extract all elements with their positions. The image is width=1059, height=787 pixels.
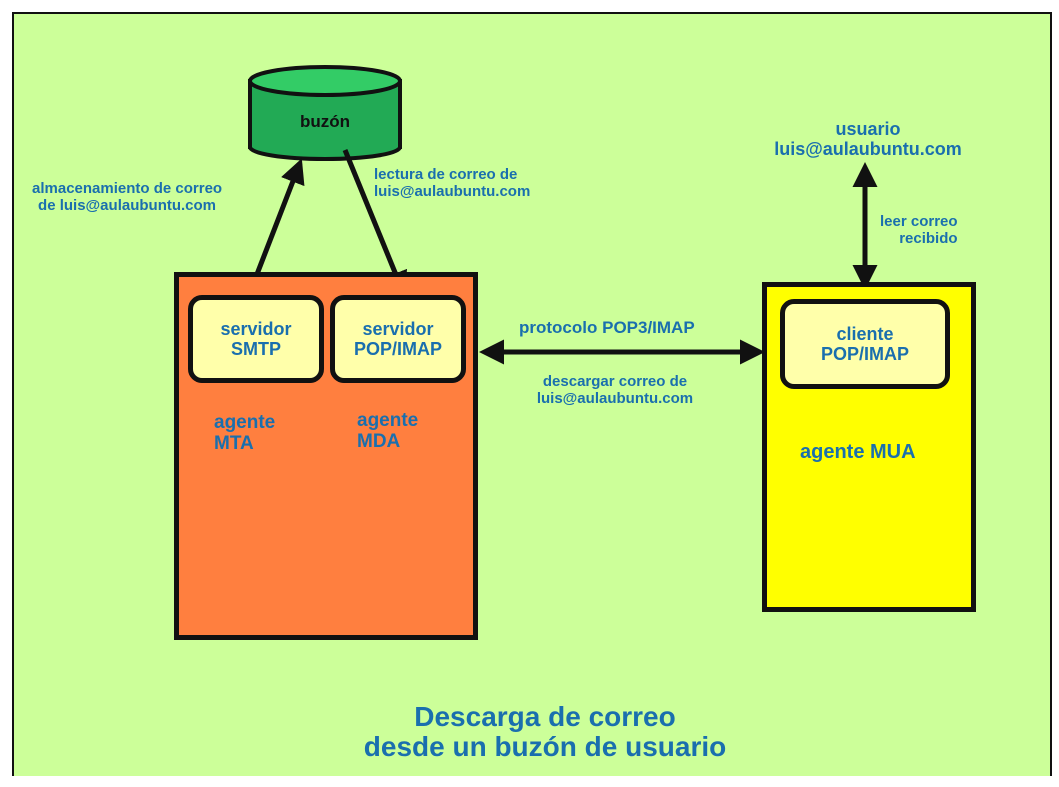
mda-agent-line2: MDA [357, 431, 401, 452]
download-annotation-line1: descargar correo de [542, 373, 688, 390]
user-read-annotation-line2: recibido [899, 230, 958, 247]
mda-agent-line1: agente [357, 410, 419, 431]
mta-agent-line1: agente [214, 412, 276, 433]
title-line1: Descarga de correo [414, 701, 676, 732]
client-label-line1: cliente [836, 324, 894, 344]
pop-imap-server-box: servidor POP/IMAP [330, 295, 466, 383]
mta-agent-label: agente MTA [214, 412, 275, 454]
user-label-line1: usuario [835, 119, 901, 139]
smtp-server-label-line2: SMTP [230, 339, 281, 359]
read-annotation: lectura de correo de luis@aulaubuntu.com [374, 166, 530, 200]
mailbox-drum [248, 65, 402, 161]
read-annotation-line2: luis@aulaubuntu.com [374, 183, 531, 200]
storage-annotation: almacenamiento de correo de luis@aulaubu… [32, 180, 222, 214]
title-line2: desde un buzón de usuario [363, 731, 727, 762]
user-email: luis@aulaubuntu.com [774, 139, 962, 159]
smtp-server-label-line1: servidor [220, 319, 292, 339]
download-annotation: descargar correo de luis@aulaubuntu.com [490, 373, 740, 407]
smtp-server-box: servidor SMTP [188, 295, 324, 383]
user-read-annotation: leer correo recibido [880, 213, 958, 247]
client-box: cliente POP/IMAP [780, 299, 950, 389]
mta-agent-line2: MTA [214, 433, 254, 454]
user-read-annotation-line1: leer correo [880, 213, 958, 230]
storage-annotation-line1: almacenamiento de correo [32, 180, 223, 197]
mua-agent-label: agente MUA [800, 441, 916, 463]
pop-server-label-line1: servidor [362, 319, 434, 339]
mda-agent-label: agente MDA [357, 410, 418, 452]
client-label-line2: POP/IMAP [820, 344, 909, 364]
pop-server-label-line2: POP/IMAP [353, 339, 442, 359]
mailbox-label: buzón [299, 112, 351, 131]
read-annotation-line1: lectura de correo de [374, 166, 518, 183]
storage-annotation-line2: de luis@aulaubuntu.com [38, 197, 217, 214]
protocol-annotation: protocolo POP3/IMAP [519, 318, 695, 337]
read-arrow [342, 149, 408, 297]
download-annotation-line2: luis@aulaubuntu.com [536, 390, 694, 407]
diagram-title: Descarga de correo desde un buzón de usu… [330, 702, 760, 762]
user-label: usuario luis@aulaubuntu.com [748, 119, 988, 159]
